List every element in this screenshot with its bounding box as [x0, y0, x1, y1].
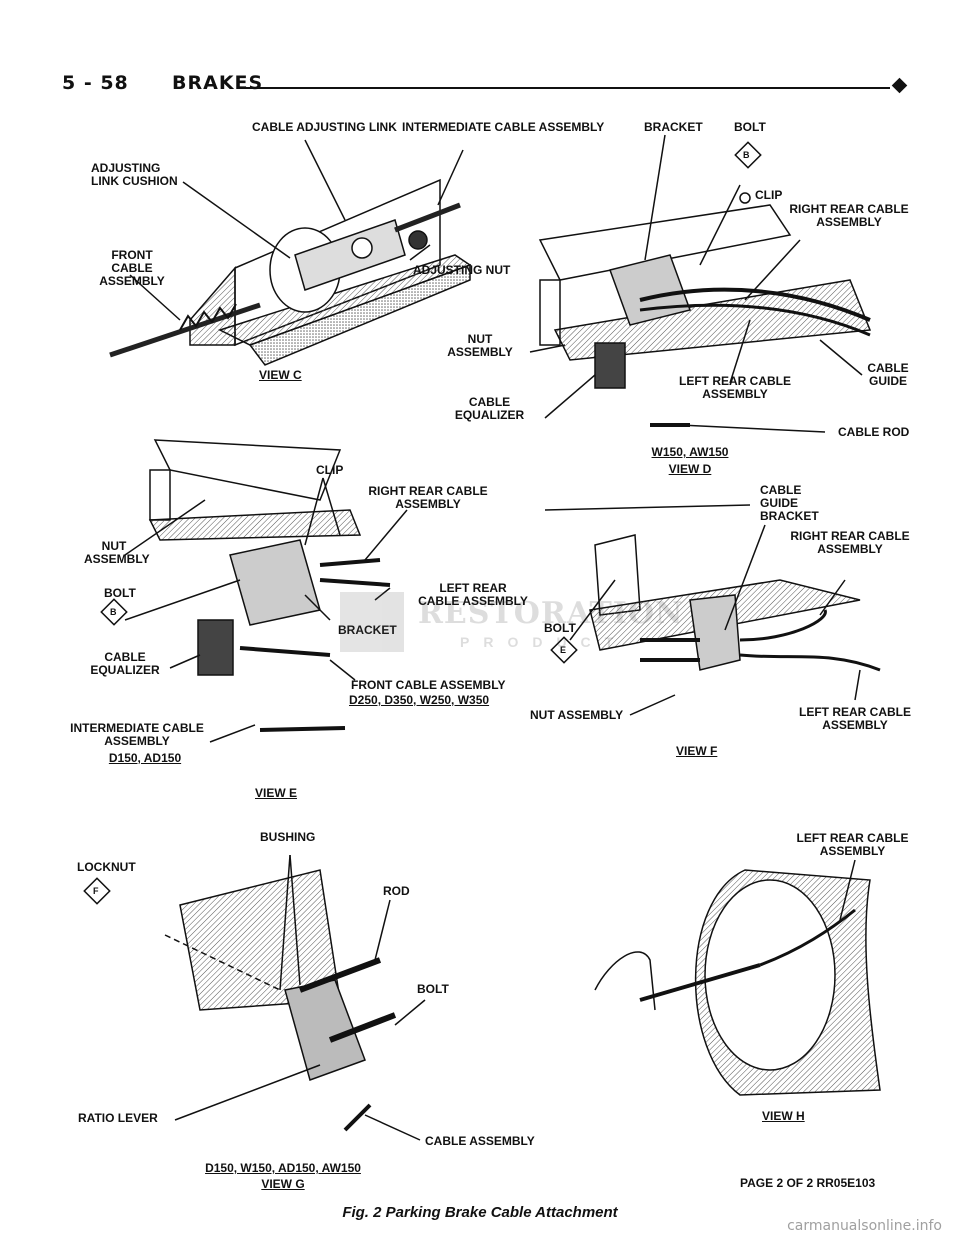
- watermark-main-text: RESTORATION: [418, 596, 684, 631]
- label-clip-e: CLIP: [316, 463, 344, 477]
- view-c-artwork: [109, 139, 472, 366]
- view-h-artwork: [594, 859, 881, 1096]
- label-adjusting-link-cushion: ADJUSTING LINK CUSHION: [91, 161, 178, 188]
- view-f-title: VIEW F: [676, 744, 718, 758]
- page-number: 5 - 58: [62, 72, 129, 94]
- label-cable-equalizer-e: CABLE EQUALIZER: [90, 650, 160, 677]
- label-intermediate-cable-assembly: INTERMEDIATE CABLE ASSEMBLY: [402, 120, 605, 134]
- label-cable-adjusting-link: CABLE ADJUSTING LINK: [252, 120, 397, 134]
- view-c-title: VIEW C: [259, 368, 302, 382]
- label-left-rear-cable-assembly-h: LEFT REAR CABLE ASSEMBLY: [796, 831, 909, 858]
- label-clip: CLIP: [755, 188, 783, 202]
- view-d-models: W150, AW150: [651, 445, 729, 459]
- bolt-callout-letter: B: [743, 150, 750, 160]
- label-cable-equalizer: CABLE EQUALIZER: [454, 395, 525, 422]
- label-right-rear-cable-assembly: RIGHT REAR CABLE ASSEMBLY: [789, 202, 909, 229]
- label-bracket: BRACKET: [644, 120, 703, 134]
- watermark-logo-icon: [340, 592, 404, 652]
- label-bolt-e: BOLT: [104, 586, 136, 600]
- footer-url: carmanualsonline.info: [787, 1218, 942, 1234]
- view-g-artwork: [164, 854, 426, 1141]
- label-right-rear-cable-assembly-e: RIGHT REAR CABLE ASSEMBLY: [368, 484, 488, 511]
- watermark: RESTORATION PRODUCT: [340, 592, 682, 662]
- view-f-artwork: [544, 504, 881, 716]
- label-nut-assembly: NUT ASSEMBLY: [447, 332, 513, 359]
- label-bracket-e: BRACKET: [338, 624, 397, 637]
- label-cable-rod: CABLE ROD: [838, 425, 910, 439]
- label-bolt-g: BOLT: [417, 982, 449, 996]
- bolt-callout-icon: [734, 141, 762, 169]
- label-rod: ROD: [383, 884, 410, 898]
- locknut-callout-icon: [83, 877, 111, 905]
- label-adjusting-nut: ADJUSTING NUT: [413, 263, 511, 277]
- locknut-callout-letter: F: [93, 886, 99, 896]
- label-front-cable-assembly-e: FRONT CABLE ASSEMBLY: [351, 678, 506, 692]
- label-ratio-lever: RATIO LEVER: [78, 1111, 158, 1125]
- label-bolt-f: BOLT: [544, 621, 576, 635]
- label-left-rear-cable-assembly: LEFT REAR CABLE ASSEMBLY: [679, 374, 791, 401]
- label-cable-assembly: CABLE ASSEMBLY: [425, 1134, 535, 1148]
- page-reference: PAGE 2 OF 2 RR05E103: [740, 1176, 876, 1190]
- label-front-cable-assembly: FRONT CABLE ASSEMBLY: [99, 248, 165, 288]
- label-left-rear-cable-assembly-e: LEFT REAR CABLE ASSEMBLY: [418, 581, 528, 608]
- label-bushing: BUSHING: [260, 830, 316, 844]
- label-nut-assembly-f: NUT ASSEMBLY: [530, 708, 624, 722]
- bolt-callout-letter-f: E: [560, 645, 567, 655]
- label-cable-guide: CABLE GUIDE: [867, 361, 909, 388]
- label-cable-guide-bracket: CABLE GUIDE BRACKET: [760, 483, 819, 523]
- label-locknut: LOCKNUT: [77, 860, 136, 874]
- label-front-cable-models: D250, D350, W250, W350: [349, 693, 490, 707]
- view-e-artwork: [124, 439, 408, 743]
- label-intermediate-cable-e: INTERMEDIATE CABLE ASSEMBLY: [70, 721, 204, 748]
- label-nut-assembly-e: NUT ASSEMBLY: [84, 539, 150, 566]
- bolt-callout-letter-e: B: [110, 607, 117, 617]
- view-g-title: VIEW G: [261, 1177, 305, 1191]
- view-e-title: VIEW E: [255, 786, 298, 800]
- figure-caption: Fig. 2 Parking Brake Cable Attachment: [342, 1204, 618, 1221]
- label-left-rear-cable-assembly-f: LEFT REAR CABLE ASSEMBLY: [799, 705, 911, 732]
- bolt-callout-icon: [100, 598, 128, 626]
- label-bolt: BOLT: [734, 120, 766, 134]
- header-rule: [238, 87, 890, 89]
- bolt-callout-icon: [550, 636, 578, 664]
- view-d-title: VIEW D: [668, 462, 712, 476]
- view-d-artwork: [529, 134, 872, 433]
- label-right-rear-cable-assembly-f: RIGHT REAR CABLE ASSEMBLY: [790, 529, 910, 556]
- label-intermediate-models: D150, AD150: [108, 751, 182, 765]
- watermark-sub-text: PRODUCT: [460, 634, 628, 650]
- view-g-models: D150, W150, AD150, AW150: [205, 1161, 361, 1175]
- view-h-title: VIEW H: [762, 1109, 805, 1123]
